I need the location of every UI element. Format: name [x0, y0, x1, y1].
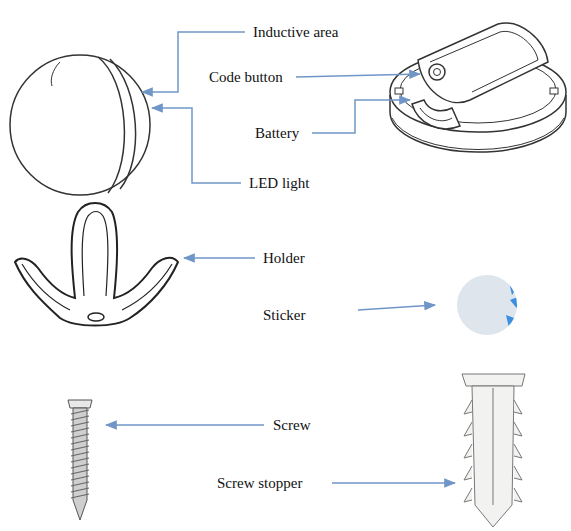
leader-line [296, 74, 420, 77]
screw-thread [71, 428, 89, 432]
stopper-fin [514, 466, 522, 480]
screw-thread [71, 470, 89, 474]
stopper-fin [464, 488, 472, 502]
screw-thread [71, 452, 89, 456]
stopper-fin [464, 422, 472, 436]
leader-line [106, 424, 264, 426]
stopper-fin [514, 400, 522, 414]
screw-thread [71, 458, 89, 462]
leader-lines [106, 32, 455, 483]
leader-line [312, 100, 410, 133]
screw-stopper [462, 374, 525, 527]
leader-line [358, 305, 435, 310]
stopper-fin [514, 422, 522, 436]
stopper-fin [464, 444, 472, 458]
screw-thread [71, 476, 89, 480]
screw-thread [71, 422, 89, 426]
part-label: Battery [254, 124, 300, 142]
part-label: Inductive area [252, 23, 339, 41]
screw-thread [71, 440, 89, 444]
sensor-ball [10, 55, 150, 195]
screw-thread [71, 464, 89, 468]
leader-line [332, 482, 455, 484]
screw-thread [71, 482, 89, 486]
screw-thread [71, 494, 89, 498]
stopper-fin [514, 444, 522, 458]
screw-thread [71, 416, 89, 420]
screw-thread [71, 446, 89, 450]
part-label: Sticker [262, 306, 307, 324]
leader-line [184, 257, 255, 259]
screw-thread [71, 410, 89, 414]
part-label: Holder [262, 249, 306, 267]
stopper-fin [464, 400, 472, 414]
sticker [457, 275, 520, 335]
screw-thread [71, 488, 89, 492]
screw-thread [71, 434, 89, 438]
part-label: Screw stopper [216, 474, 303, 492]
part-label: Code button [208, 68, 284, 86]
screw [68, 400, 92, 520]
stopper-fin [464, 466, 472, 480]
leader-line [152, 108, 241, 183]
part-label: Screw [272, 416, 312, 434]
device-base [390, 23, 566, 152]
part-label: LED light [248, 174, 310, 192]
holder [15, 203, 178, 326]
stopper-fin [514, 488, 522, 502]
